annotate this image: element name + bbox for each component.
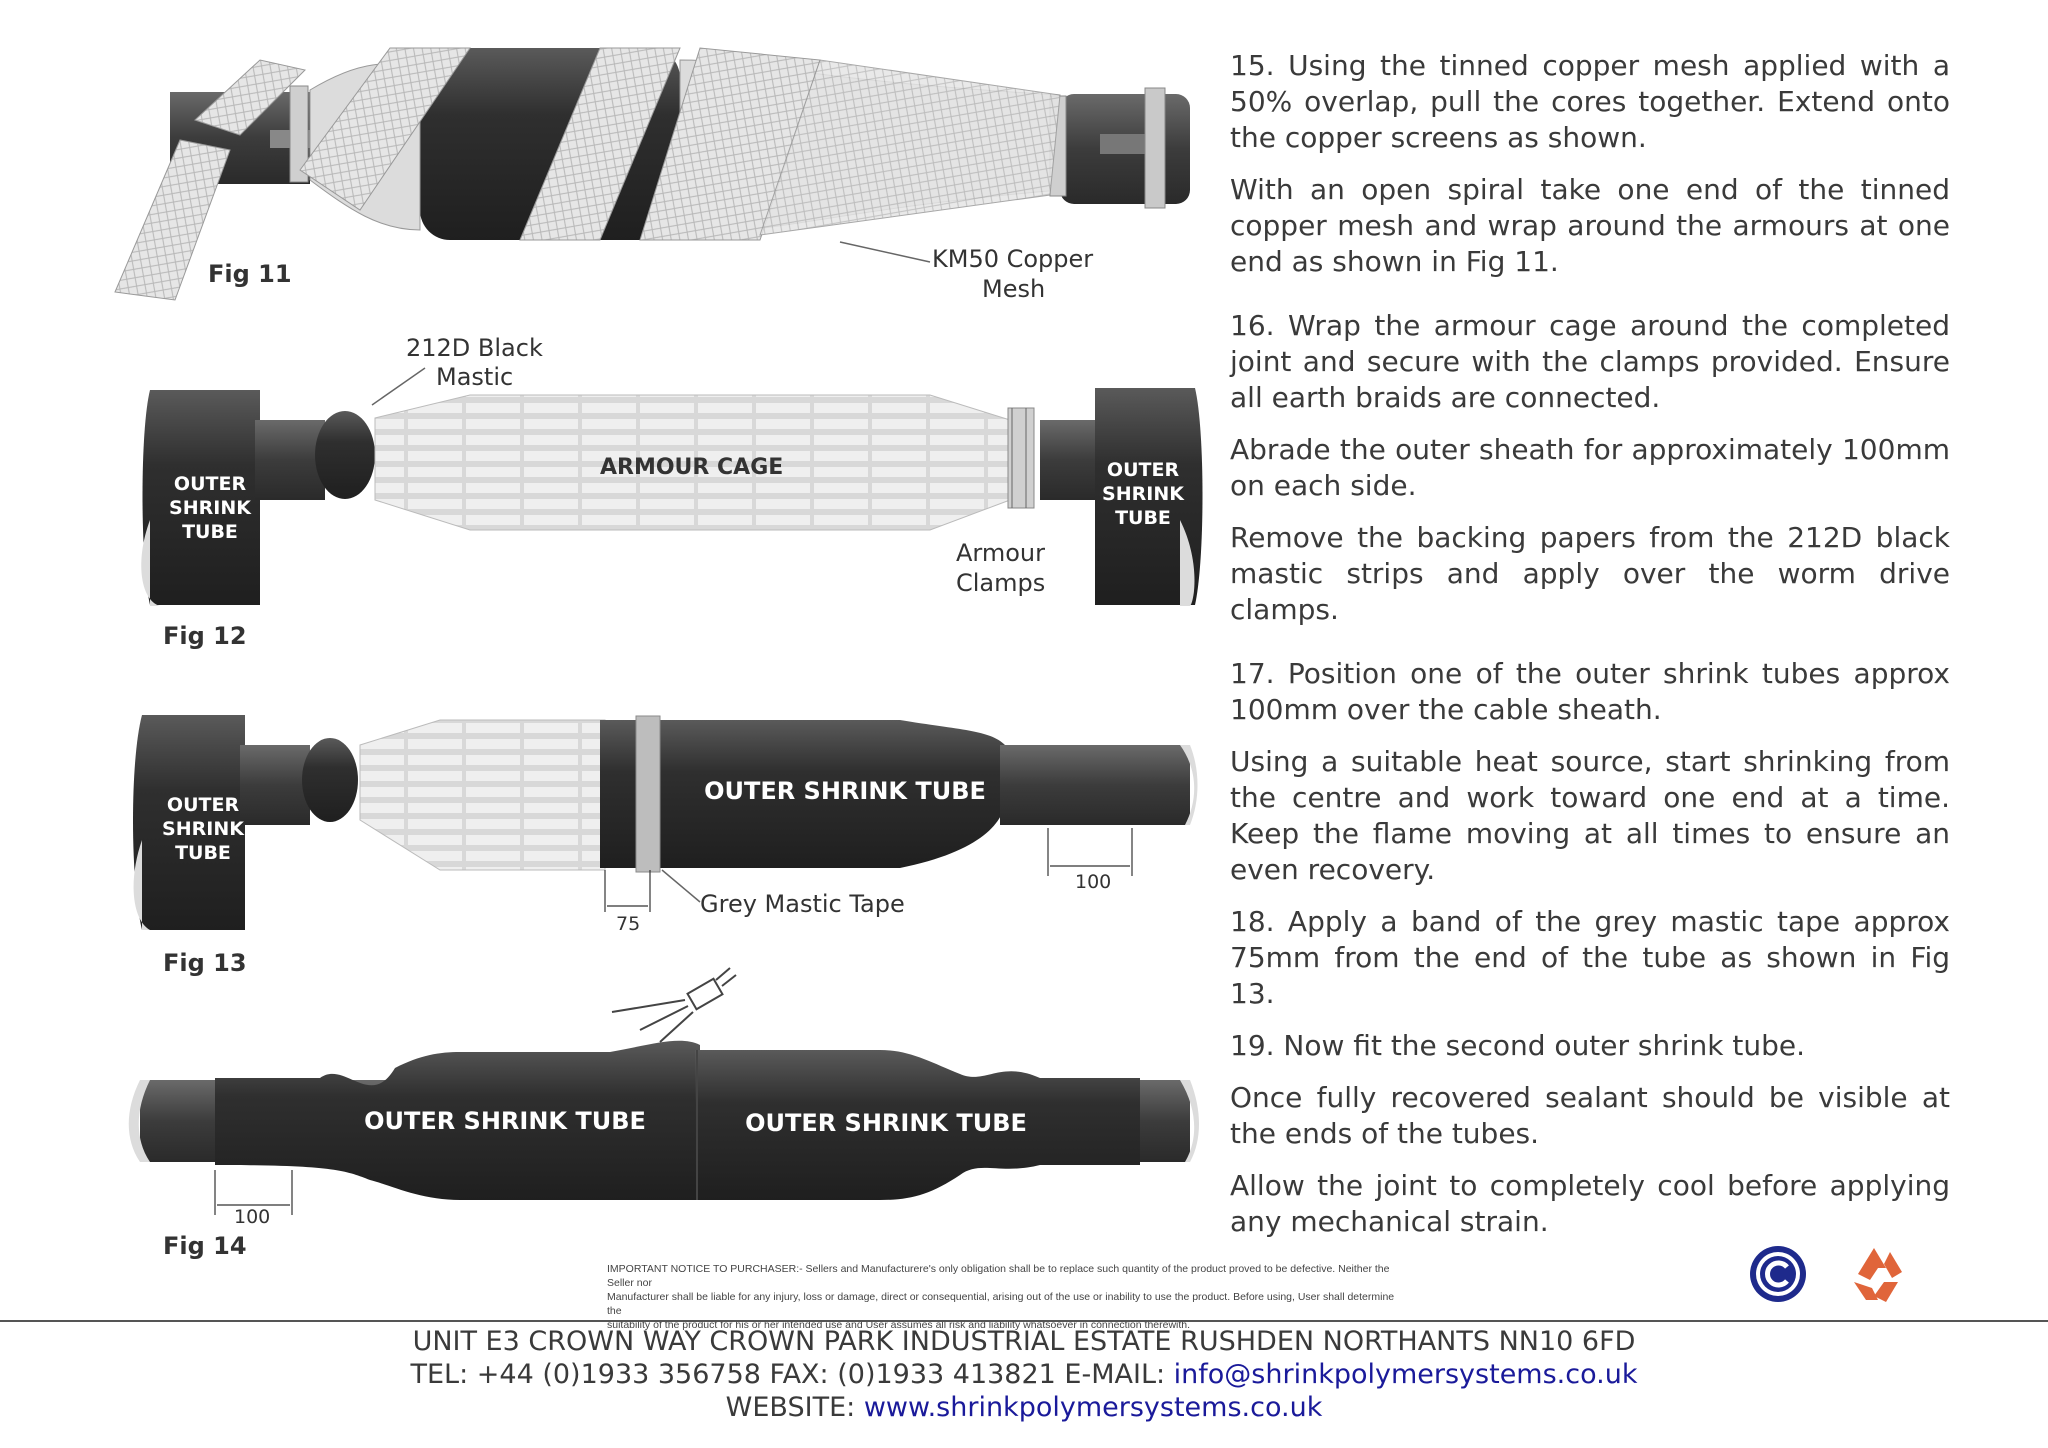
step-18: 18. Apply a band of the grey mastic tape… <box>1230 905 1950 1010</box>
fig13-tube-text: OUTER SHRINK TUBE <box>704 777 986 805</box>
fig13-left-tube-l1: OUTER <box>167 794 240 816</box>
fig12-left-tube-l2: SHRINK <box>169 497 252 519</box>
step-17: 17. Position one of the outer shrink tub… <box>1230 657 1950 726</box>
instructions-column: 15. Using the tinned copper mesh applied… <box>1230 48 1950 1256</box>
purchaser-notice: IMPORTANT NOTICE TO PURCHASER:- Sellers … <box>607 1262 1407 1332</box>
fig13-illustration <box>133 715 1198 930</box>
fig12-left-tube-l1: OUTER <box>174 473 247 495</box>
fig14-label: Fig 14 <box>163 1232 247 1260</box>
footer-website-link[interactable]: www.shrinkpolymersystems.co.uk <box>863 1392 1323 1423</box>
badges <box>1748 1240 1918 1306</box>
copyright-icon <box>1750 1246 1806 1302</box>
armour-cage-label: ARMOUR CAGE <box>600 455 783 480</box>
step-15: 15. Using the tinned copper mesh applied… <box>1230 49 1950 154</box>
step-17-heat: Using a suitable heat source, start shri… <box>1230 745 1950 886</box>
footer-website-prefix: WEBSITE: <box>725 1392 864 1423</box>
fig12-right-tube-l2: SHRINK <box>1102 483 1185 505</box>
fig12-left-tube <box>142 390 260 605</box>
fig13-dim-75: 75 <box>616 913 640 935</box>
step-19: 19. Now fit the second outer shrink tube… <box>1230 1029 1806 1062</box>
fig13-grey-mastic-label: Grey Mastic Tape <box>700 890 905 918</box>
fig12-right-tube-l1: OUTER <box>1107 459 1180 481</box>
fig12-clamps-line2: Clamps <box>956 569 1045 597</box>
footer-divider <box>0 1320 2048 1322</box>
figures-panel: Fig 11 KM50 Copper Mesh 212D Black Masti… <box>114 47 1203 1260</box>
notice-line-2: Manufacturer shall be liable for any inj… <box>607 1291 1395 1317</box>
heat-gun-icon <box>611 967 737 1043</box>
fig13-label: Fig 13 <box>163 949 247 977</box>
fig13-left-tube <box>133 715 245 930</box>
fig12-mastic-line1: 212D Black <box>406 334 543 362</box>
footer-tel-fax: TEL: +44 (0)1933 356758 FAX: (0)1933 413… <box>410 1359 1174 1390</box>
fig12-label: Fig 12 <box>163 622 247 650</box>
fig12-mastic-line2: Mastic <box>436 363 513 391</box>
notice-line-3: suitability of the product for his or he… <box>607 1319 1191 1331</box>
step-19-cool: Allow the joint to completely cool befor… <box>1230 1169 1950 1238</box>
fig14-illustration <box>128 967 1199 1215</box>
fig14-tube-left-text: OUTER SHRINK TUBE <box>364 1107 646 1135</box>
fig14-tube-right-text: OUTER SHRINK TUBE <box>745 1109 1027 1137</box>
footer: UNIT E3 CROWN WAY CROWN PARK INDUSTRIAL … <box>0 1325 2048 1424</box>
footer-website-row: WEBSITE: www.shrinkpolymersystems.co.uk <box>0 1391 2048 1424</box>
footer-email-link[interactable]: info@shrinkpolymersystems.co.uk <box>1173 1359 1638 1390</box>
fig12-illustration <box>141 367 1203 606</box>
fig12-right-tube <box>1095 388 1203 605</box>
fig13-dim-100: 100 <box>1075 871 1111 893</box>
step-16-abrade: Abrade the outer sheath for approximatel… <box>1230 433 1950 502</box>
fig11-label: Fig 11 <box>208 260 292 288</box>
fig13-left-tube-l3: TUBE <box>175 842 231 864</box>
figures-svg: Fig 11 KM50 Copper Mesh 212D Black Masti… <box>114 47 1203 1260</box>
mesh-tail <box>114 139 231 301</box>
fig11-illustration <box>114 47 1190 301</box>
step-15-detail: With an open spiral take one end of the … <box>1230 173 1950 278</box>
grey-mastic-band <box>635 715 661 873</box>
fig11-callout-line2: Mesh <box>982 275 1045 303</box>
fig12-clamps-line1: Armour <box>956 539 1045 567</box>
mesh-spiral <box>519 47 681 241</box>
recycle-icon <box>1854 1248 1902 1302</box>
fig14-right-tube <box>695 1050 1140 1200</box>
footer-contact: TEL: +44 (0)1933 356758 FAX: (0)1933 413… <box>0 1358 2048 1391</box>
fig11-callout-line1: KM50 Copper <box>932 245 1093 273</box>
step-19-sealant: Once fully recovered sealant should be v… <box>1230 1081 1950 1150</box>
fig14-dim-100: 100 <box>234 1206 270 1228</box>
step-16: 16. Wrap the armour cage around the comp… <box>1230 309 1950 414</box>
fig13-left-tube-l2: SHRINK <box>162 818 245 840</box>
step-16-mastic: Remove the backing papers from the 212D … <box>1230 521 1950 626</box>
fig12-right-tube-l3: TUBE <box>1115 507 1171 529</box>
fig13-main-tube <box>600 720 1007 868</box>
notice-line-1: IMPORTANT NOTICE TO PURCHASER:- Sellers … <box>607 1263 1390 1289</box>
mastic-left <box>315 411 375 499</box>
footer-address: UNIT E3 CROWN WAY CROWN PARK INDUSTRIAL … <box>412 1326 1636 1357</box>
fig12-left-tube-l3: TUBE <box>182 521 238 543</box>
fig14-left-tube <box>215 1040 700 1200</box>
